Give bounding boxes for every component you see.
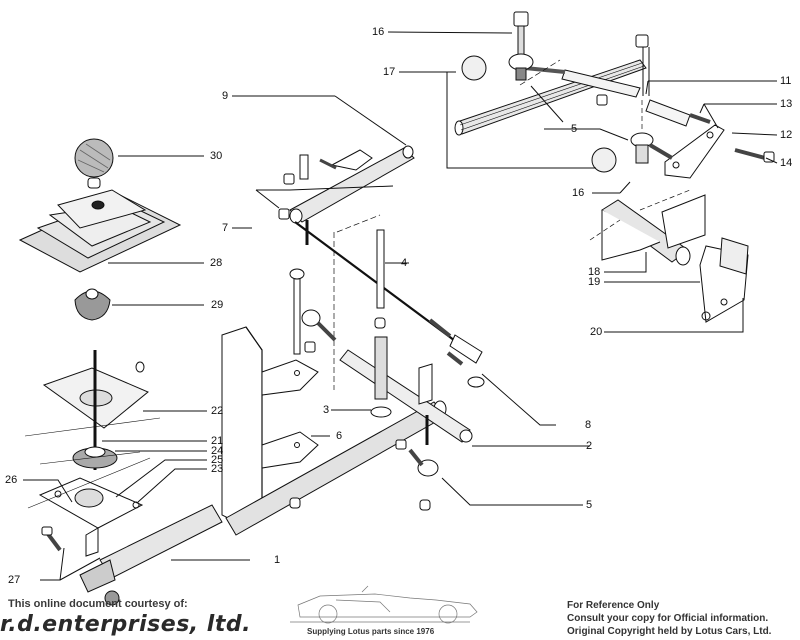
callout-30: 30 [210,150,223,162]
callout-19: 19 [588,276,601,288]
callout-4: 4 [401,257,408,269]
callout-13: 13 [780,98,793,110]
courtesy-text: This online document courtesy of: [8,598,188,610]
upper-shift-rod [278,145,415,245]
main-frame [221,268,485,536]
gear-lever-gate [24,350,223,606]
brand-tagline: Supplying Lotus parts since 1976 [307,627,435,636]
callout-6: 6 [336,430,343,442]
callout-5-bottom: 5 [586,499,593,511]
callout-28: 28 [210,257,223,269]
callout-27: 27 [8,574,21,586]
top-linkage-assembly [454,11,775,179]
callout-1: 1 [274,554,281,566]
callout-21: 21 [211,435,224,447]
callout-26: 26 [5,474,18,486]
callout-17: 17 [383,66,396,78]
callout-12: 12 [780,129,793,141]
callout-24: 24 [211,445,224,457]
callout-9: 9 [222,90,229,102]
callout-7: 7 [222,222,229,234]
reverse-lockout-bracket [589,189,749,323]
callout-25: 25 [211,454,224,466]
callout-18: 18 [588,266,601,278]
callout-5-top: 5 [571,123,578,135]
brand-name: r.d.enterprises, ltd. [0,612,251,637]
callout-23: 23 [211,463,224,475]
lotus-car-sketch-icon [290,585,478,624]
callout-2: 2 [586,440,593,452]
callout-16-top: 16 [372,26,385,38]
callout-3: 3 [323,404,330,416]
reference-line: Original Copyright held by Lotus Cars, L… [567,626,772,637]
callout-16-mid: 16 [572,187,585,199]
callout-29: 29 [211,299,224,311]
reference-line: For Reference Only [567,600,660,611]
callout-8: 8 [585,419,592,431]
callout-20: 20 [590,326,603,338]
callout-14: 14 [780,157,793,169]
gear-knob-and-gaiter [18,138,182,321]
callout-11: 11 [780,75,792,87]
reference-line: Consult your copy for Official informati… [567,613,769,624]
callout-22: 22 [211,405,224,417]
